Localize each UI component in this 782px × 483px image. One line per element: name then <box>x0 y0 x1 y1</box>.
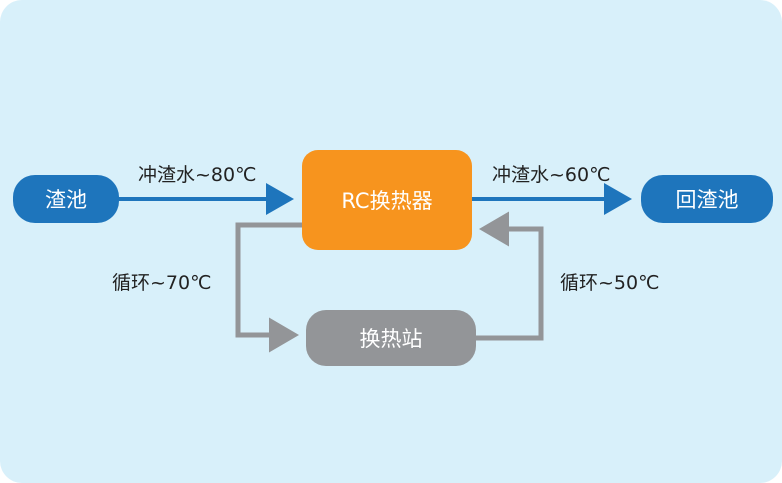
heat-station-node: 换热站 <box>306 310 476 366</box>
arrow-rc-to-station <box>235 222 302 353</box>
return-pool-node: 回渣池 <box>641 175 773 223</box>
flush-water-out-label: 冲渣水~60℃ <box>492 164 611 186</box>
flush-water-in-label: 冲渣水~80℃ <box>138 164 257 186</box>
rc-heat-exchanger-node: RC换热器 <box>302 150 472 250</box>
loop-70-label: 循环~70℃ <box>112 272 212 294</box>
slag-pool-node: 渣池 <box>13 175 119 223</box>
arrow-station-to-rc <box>476 211 544 341</box>
loop-50-label: 循环~50℃ <box>560 272 660 294</box>
